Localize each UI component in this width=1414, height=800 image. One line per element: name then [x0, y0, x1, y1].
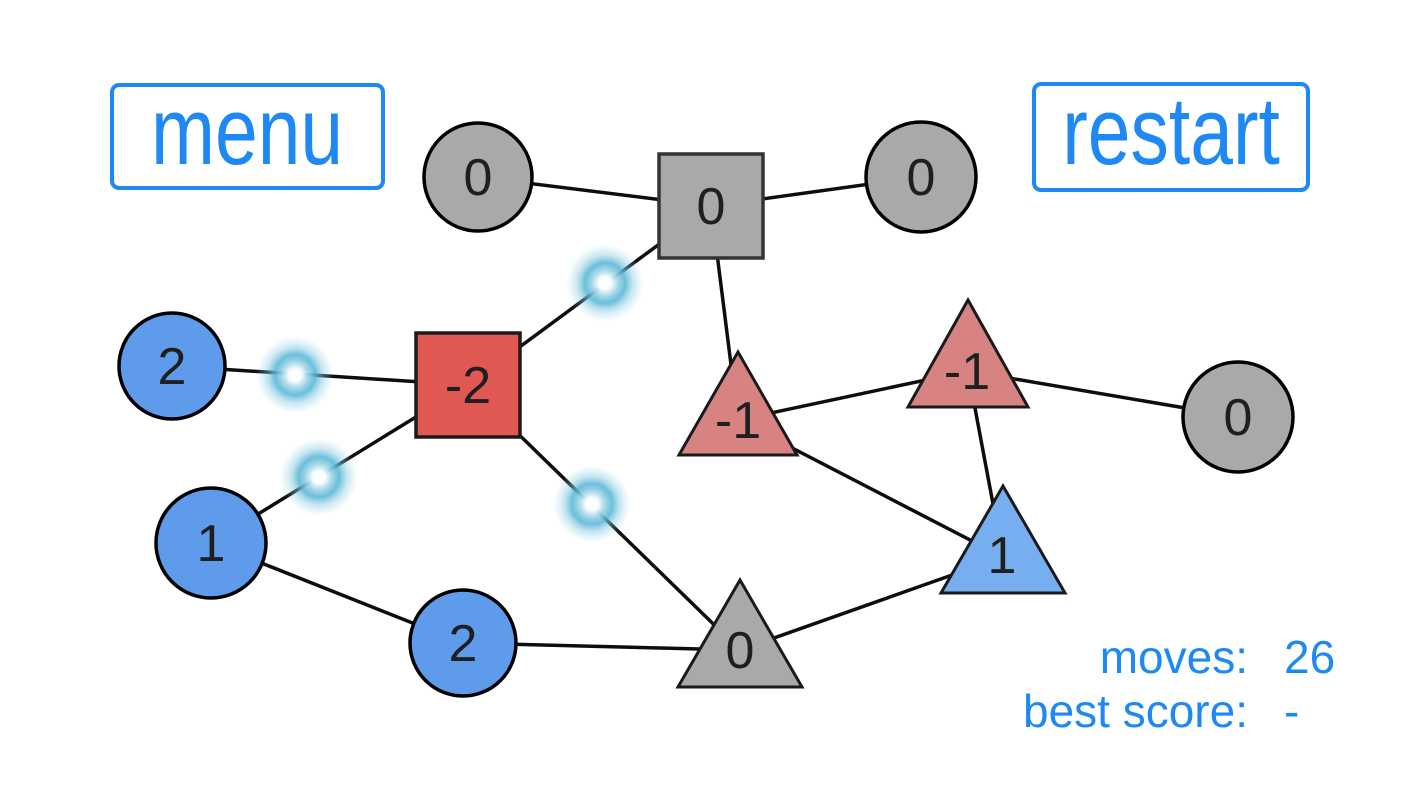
node-value-label: 0: [1224, 389, 1253, 447]
node-value-label: -2: [445, 357, 491, 415]
node-blue-circle-bottom[interactable]: 2: [408, 588, 518, 698]
edge-glow-icon[interactable]: [566, 244, 644, 322]
node-gray-circle-top-right[interactable]: 0: [864, 120, 978, 234]
node-red-triangle-right[interactable]: -1: [905, 296, 1031, 409]
node-value-label: -1: [944, 343, 990, 401]
node-red-triangle-left[interactable]: -1: [676, 348, 800, 457]
node-value-label: 0: [464, 149, 493, 207]
node-blue-circle-left[interactable]: 2: [117, 311, 227, 421]
menu-button[interactable]: menu: [110, 83, 385, 190]
moves-label: moves:: [1099, 631, 1248, 683]
node-value-label: 0: [697, 178, 726, 236]
edge-glow-icon[interactable]: [256, 336, 334, 414]
node-blue-circle-mid-left[interactable]: 1: [154, 486, 268, 600]
nodes-group: 0 0 0 2 -2 -1: [117, 120, 1295, 698]
moves-value: 26: [1284, 631, 1336, 683]
node-value-label: 2: [449, 615, 478, 673]
node-value-label: -1: [715, 392, 761, 450]
node-gray-circle-right[interactable]: 0: [1181, 360, 1295, 474]
edge-glows-group: [256, 244, 644, 543]
node-gray-square[interactable]: 0: [657, 152, 765, 260]
edge-glow-icon[interactable]: [280, 438, 358, 516]
menu-button-label: menu: [151, 77, 344, 185]
restart-button-label: restart: [1062, 78, 1280, 185]
node-value-label: 1: [197, 515, 226, 573]
node-red-square[interactable]: -2: [414, 331, 522, 439]
node-value-label: 0: [726, 622, 755, 680]
edge-glow-icon[interactable]: [553, 465, 631, 543]
node-gray-triangle[interactable]: 0: [675, 577, 805, 689]
score-panel: moves: 26 best score: -: [940, 634, 1374, 735]
node-value-label: 1: [988, 527, 1017, 585]
node-value-label: 2: [158, 338, 187, 396]
node-gray-circle-top-left[interactable]: 0: [422, 121, 534, 233]
node-blue-triangle[interactable]: 1: [938, 483, 1068, 595]
node-value-label: 0: [907, 149, 936, 207]
best-score-value: -: [1284, 684, 1300, 737]
restart-button[interactable]: restart: [1032, 82, 1310, 192]
best-score-label: best score:: [1023, 684, 1248, 737]
